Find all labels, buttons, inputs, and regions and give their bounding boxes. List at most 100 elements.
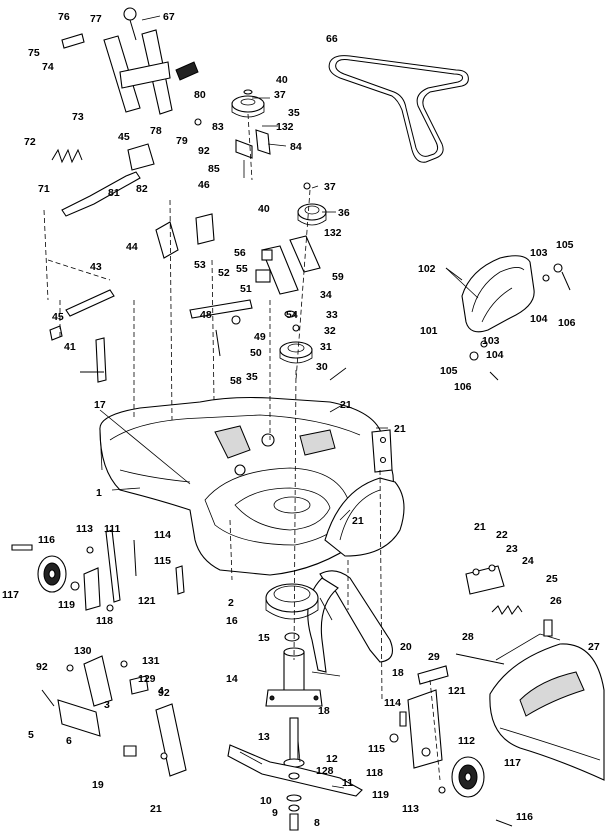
label-14: 14 — [226, 673, 238, 685]
label-21-chute: 21 — [474, 521, 486, 533]
label-26: 26 — [550, 595, 562, 607]
label-102: 102 — [418, 263, 436, 275]
label-104-top: 104 — [530, 313, 548, 325]
pulley-bolt-37 — [303, 182, 311, 190]
label-29: 29 — [428, 651, 440, 663]
spacers-55-56 — [255, 249, 273, 283]
idler-pulley-36 — [297, 203, 327, 226]
label-118-left: 118 — [96, 615, 113, 627]
label-54: 54 — [286, 309, 298, 321]
label-113-left: 113 — [76, 523, 93, 535]
label-13: 13 — [258, 731, 270, 743]
link-rod-71 — [61, 171, 141, 217]
gauge-wheel-right-117 — [389, 665, 485, 798]
label-117-right: 117 — [504, 757, 521, 769]
label-106-top: 106 — [558, 317, 576, 329]
label-46: 46 — [198, 179, 210, 191]
label-72: 72 — [24, 136, 36, 148]
label-116-left: 116 — [38, 534, 55, 546]
label-24: 24 — [522, 555, 534, 567]
label-111: 111 — [104, 523, 121, 535]
label-101: 101 — [420, 325, 438, 337]
label-40-top: 40 — [276, 74, 288, 86]
label-43: 43 — [90, 261, 102, 273]
label-15: 15 — [258, 632, 270, 644]
belt-guard-101 — [461, 255, 535, 333]
label-35-mid: 35 — [246, 371, 258, 383]
lift-linkage-41-43-45 — [49, 289, 115, 383]
label-121-left: 121 — [138, 595, 156, 607]
label-84: 84 — [290, 141, 302, 153]
label-114-right: 114 — [384, 697, 401, 709]
bolt-74-75 — [61, 33, 85, 49]
rod-29 — [455, 653, 505, 665]
bracket-81-82 — [127, 143, 155, 171]
label-30: 30 — [316, 361, 328, 373]
label-40-mid: 40 — [258, 203, 270, 215]
label-17: 17 — [94, 399, 106, 411]
pulley-31-32 — [279, 341, 313, 364]
pin-92 — [194, 118, 202, 126]
spindle-shaft-13 — [283, 717, 305, 768]
bolt-116-left — [11, 544, 33, 551]
lift-bracket-3 — [66, 655, 149, 707]
label-116-right: 116 — [516, 811, 533, 823]
label-28: 28 — [462, 631, 474, 643]
label-49: 49 — [254, 331, 266, 343]
callout-labels: 76 77 67 75 74 73 66 40 80 37 35 78 79 9… — [2, 11, 600, 829]
label-115-right: 115 — [368, 743, 385, 755]
rear-link-6 — [57, 699, 101, 737]
label-92-top: 92 — [198, 145, 210, 157]
explode-lines — [43, 113, 441, 781]
label-76: 76 — [58, 11, 70, 23]
bracket-46 — [195, 213, 215, 245]
label-92-right: 92 — [158, 687, 170, 699]
label-53: 53 — [194, 259, 206, 271]
label-105-mid: 105 — [440, 365, 458, 377]
label-31: 31 — [320, 341, 332, 353]
label-23: 23 — [506, 543, 518, 555]
blade-hardware-8-9-10 — [286, 794, 302, 831]
label-119-right: 119 — [372, 789, 389, 801]
label-117-left: 117 — [2, 589, 19, 601]
label-52: 52 — [218, 267, 230, 279]
label-83: 83 — [212, 121, 224, 133]
label-92-left: 92 — [36, 661, 48, 673]
label-9: 9 — [272, 807, 278, 819]
label-3: 3 — [104, 699, 110, 711]
label-132-top: 132 — [276, 121, 294, 133]
label-132-mid: 132 — [324, 227, 342, 239]
label-16: 16 — [226, 615, 238, 627]
label-6: 6 — [66, 735, 72, 747]
label-85: 85 — [208, 163, 220, 175]
label-118-right: 118 — [366, 767, 383, 779]
label-56: 56 — [234, 247, 246, 259]
label-80: 80 — [194, 89, 206, 101]
label-113-right: 113 — [402, 803, 419, 815]
label-21-bracket: 21 — [394, 423, 406, 435]
label-58: 58 — [230, 375, 242, 387]
label-45-top: 45 — [118, 131, 130, 143]
label-18-lower: 18 — [318, 705, 330, 717]
label-33: 33 — [326, 309, 338, 321]
linkage-48-53 — [189, 299, 253, 357]
washer-15 — [284, 632, 300, 642]
label-20: 20 — [400, 641, 412, 653]
label-34: 34 — [320, 289, 332, 301]
label-4: 4 — [158, 685, 164, 697]
label-77: 77 — [90, 13, 102, 25]
label-128: 128 — [316, 765, 334, 777]
label-79: 79 — [176, 135, 188, 147]
label-105-top: 105 — [556, 239, 574, 251]
bracket-84 — [235, 129, 271, 178]
label-21-lower: 21 — [150, 803, 162, 815]
label-131: 131 — [142, 655, 160, 667]
label-27: 27 — [588, 641, 600, 653]
label-21-deck-top: 21 — [340, 399, 352, 411]
pulley-35 — [231, 89, 265, 118]
label-35-top: 35 — [288, 107, 300, 119]
label-37-top: 37 — [274, 89, 286, 101]
label-11: 11 — [342, 777, 353, 789]
mower-blade-11 — [227, 744, 363, 797]
